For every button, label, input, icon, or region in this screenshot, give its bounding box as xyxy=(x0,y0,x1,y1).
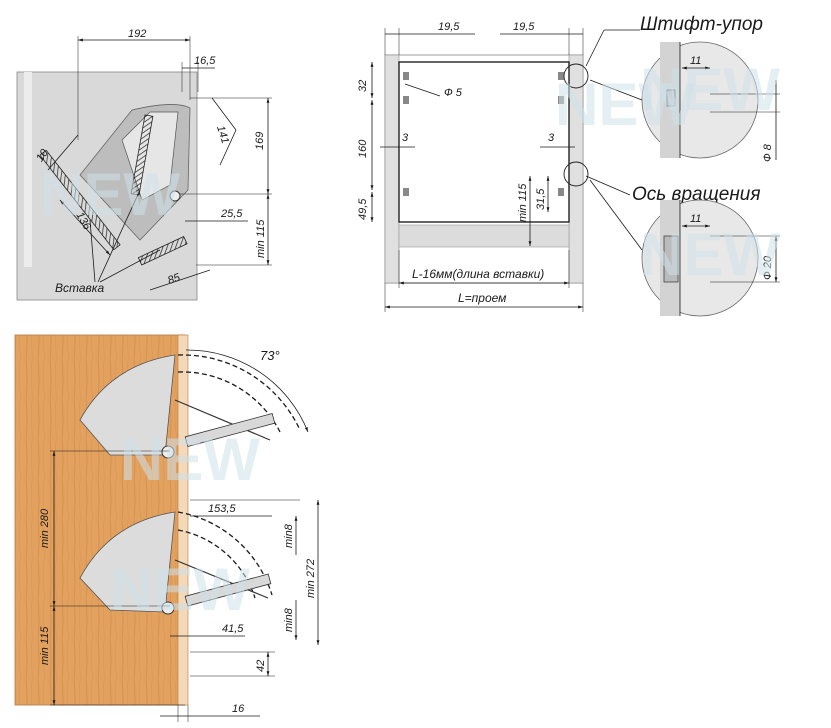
detail-pin-body xyxy=(666,89,676,107)
panel-a-dim-141-line xyxy=(211,97,237,131)
panel-a-pivot xyxy=(169,190,181,202)
panel-b-outline xyxy=(384,54,584,284)
panel-a-insert-2 xyxy=(130,114,154,196)
panel-a-dim-169: 169 xyxy=(254,132,266,150)
panel-b-dim-32: 32 xyxy=(357,80,369,92)
panel-b-dim-160: 160 xyxy=(357,139,369,158)
detail-axis-dim-11: 11 xyxy=(690,213,701,225)
panel-c-wood-edge xyxy=(177,334,189,706)
panel-b-dim-l-insert: L-16мм(длина вставки) xyxy=(412,267,544,281)
watermark: NEW xyxy=(640,56,780,123)
panel-a-dim-25-5: 25,5 xyxy=(220,208,243,220)
panel-b-dim-l-opening: L=проем xyxy=(458,291,506,305)
panel-b-axis-circle xyxy=(563,161,589,187)
panel-c-dim-min115: min 115 xyxy=(39,626,51,665)
panel-c-dim-min8-top: min8 xyxy=(283,523,295,548)
panel-b-dim-phi5-line xyxy=(404,83,441,97)
detail-pin: 11 Ф 8 xyxy=(589,41,780,162)
watermark: NEW xyxy=(640,221,780,288)
panel-a-label-insert: Вставка xyxy=(55,281,104,295)
panel-b-dim-19-5-left: 19,5 xyxy=(438,21,460,33)
panel-c-dim-153-5: 153,5 xyxy=(208,503,236,515)
panel-c-dim-angle: 73° xyxy=(260,348,280,363)
panel-b-hole xyxy=(403,188,409,196)
panel-c-installation: 73° 153,5 min8 min 272 min8 min 280 min … xyxy=(14,334,320,722)
panel-a-dim-141: 141 xyxy=(214,124,231,145)
panel-b-hole xyxy=(558,72,564,80)
panel-c-dim-min8-bottom: min8 xyxy=(283,607,295,632)
panel-a-edge xyxy=(24,72,32,267)
panel-b-dim-phi5: Ф 5 xyxy=(444,87,463,99)
panel-b-cabinet-front: 19,5 19,5 32 160 49,5 Ф 5 3 3 min 115 31… xyxy=(357,14,763,312)
panel-b-shelf-frame xyxy=(398,61,570,223)
panel-c-dim-16: 16 xyxy=(232,703,245,715)
watermark: NEW xyxy=(40,161,180,228)
panel-b-dim-19-5-right: 19,5 xyxy=(513,21,535,33)
panel-a-dim-85-line xyxy=(149,269,211,291)
panel-b-dim-3-right: 3 xyxy=(548,132,555,144)
panel-c-dim-42: 42 xyxy=(255,660,267,672)
panel-b-dim-31-5: 31,5 xyxy=(535,188,547,210)
panel-a-dim-136-line xyxy=(59,199,111,256)
panel-b-hole xyxy=(558,188,564,196)
detail-axis-body xyxy=(663,235,679,283)
watermark: NEW xyxy=(555,71,695,138)
panel-b-dim-min115: min 115 xyxy=(517,183,529,222)
panel-b-pin-circle xyxy=(563,63,589,89)
detail-pin-dim-11: 11 xyxy=(690,55,701,67)
panel-c-dim-min280: min 280 xyxy=(39,508,51,548)
panel-a-dim-16-5: 16,5 xyxy=(194,55,216,67)
panel-a-insert-3 xyxy=(137,236,188,266)
watermark: NEW xyxy=(110,556,250,623)
panel-b-hole xyxy=(403,96,409,104)
panel-a-dim-192: 192 xyxy=(128,28,146,40)
panel-b-dim-3-left: 3 xyxy=(402,132,409,144)
panel-a-dim-min115: min 115 xyxy=(255,219,267,258)
panel-b-hole xyxy=(403,72,409,80)
panel-a-dim-10-line xyxy=(47,134,79,171)
panel-b-hole xyxy=(558,96,564,104)
panel-b-label-pin: Штифт-упор xyxy=(640,14,763,35)
panel-a-dim-85: 85 xyxy=(166,271,182,287)
panel-b-label-axis: Ось вращения xyxy=(632,184,761,205)
panel-c-dim-41-5: 41,5 xyxy=(222,623,244,635)
detail-axis-dim-phi20: Ф 20 xyxy=(762,255,774,280)
panel-c-angle-arc xyxy=(185,349,309,433)
watermark: NEW xyxy=(120,426,260,493)
panel-b-dim-49-5: 49,5 xyxy=(357,198,369,220)
panel-c-dim-min272: min 272 xyxy=(305,559,317,598)
detail-pin-dim-phi8: Ф 8 xyxy=(762,143,774,162)
detail-axis: 11 Ф 20 xyxy=(589,179,780,317)
panel-a-corner-mechanism: 192 16,5 10 141 169 min 115 25,5 136 85 … xyxy=(16,28,272,301)
panel-c-mechanism-upper: 73° xyxy=(79,348,309,459)
panel-b-left-side xyxy=(384,54,400,284)
panel-b-shelf-insert xyxy=(398,224,570,248)
